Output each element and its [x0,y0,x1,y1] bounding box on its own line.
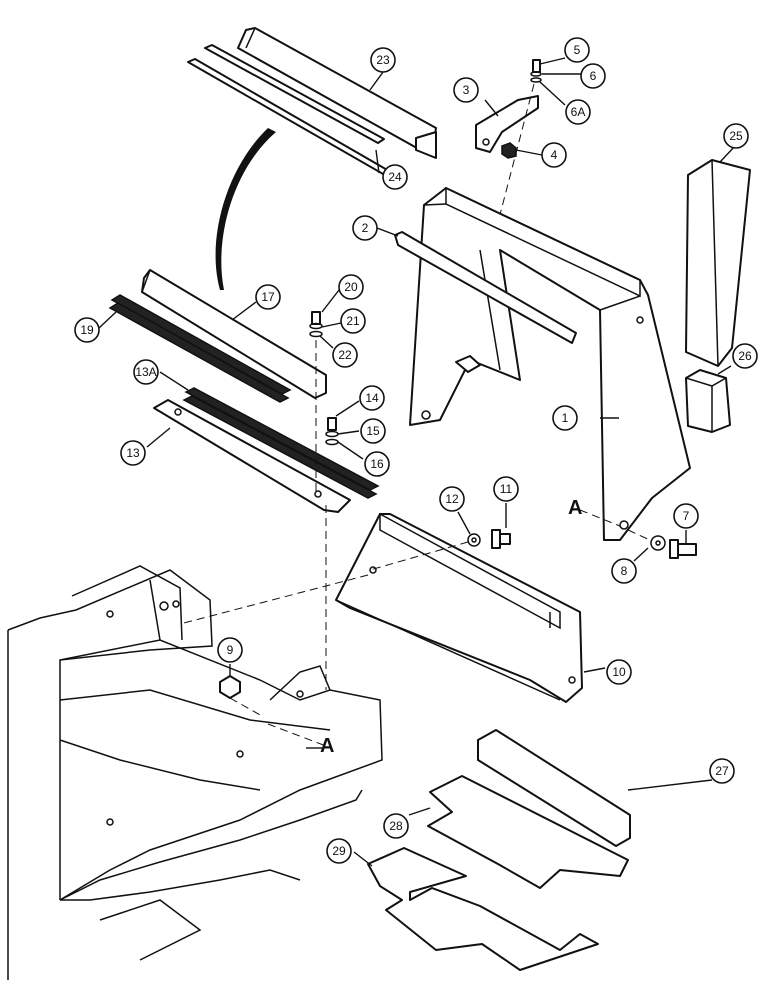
svg-text:17: 17 [261,290,275,304]
callout-14: 14 [359,385,385,411]
svg-text:6: 6 [590,69,597,83]
callout-4: 4 [541,142,567,168]
callout-24: 24 [382,164,408,190]
callout-22: 22 [332,342,358,368]
part-1-frame [409,186,691,541]
svg-text:27: 27 [715,764,729,778]
callout-3: 3 [453,77,479,103]
callout-28: 28 [383,813,409,839]
svg-text:25: 25 [729,129,743,143]
part-27-pad [477,729,631,847]
callout-19: 19 [74,317,100,343]
callout-23: 23 [370,47,396,73]
svg-text:12: 12 [445,492,459,506]
callout-16: 16 [364,451,390,477]
callout-7: 7 [673,503,699,529]
callout-13a: 13A [133,359,159,385]
machine-chassis [7,565,383,980]
svg-text:24: 24 [388,170,402,184]
callout-1: 1 [552,405,578,431]
callout-25: 25 [723,123,749,149]
callout-5: 5 [564,37,590,63]
leader-lines [98,57,737,867]
svg-text:20: 20 [344,280,358,294]
part-4-nut [501,142,517,159]
part-20-22-hardware [309,311,323,338]
svg-text:19: 19 [80,323,94,337]
callout-26: 26 [732,343,758,369]
svg-text:14: 14 [365,391,379,405]
part-19-strip [108,294,292,403]
svg-text:2: 2 [362,221,369,235]
part-10-bracket [335,512,583,703]
svg-text:22: 22 [338,348,352,362]
curved-arrow [215,128,276,290]
callout-10: 10 [606,659,632,685]
svg-text:1: 1 [562,411,569,425]
svg-text:4: 4 [551,148,558,162]
svg-text:28: 28 [389,819,403,833]
svg-text:23: 23 [376,53,390,67]
callout-6: 6 [580,63,606,89]
callout-15: 15 [360,418,386,444]
svg-text:11: 11 [500,482,513,496]
svg-text:10: 10 [612,665,626,679]
part-7-8-hardware [650,535,697,559]
svg-text:15: 15 [366,424,380,438]
part-29-pad [367,847,599,971]
part-25-backrest [685,159,751,367]
section-marker-a-upper: A [568,497,582,519]
part-17-channel [141,269,327,399]
part-14-16-hardware [325,417,339,446]
part-5-6-hardware [530,59,542,83]
part-28-pad [427,775,629,889]
part-23-channel [237,27,437,159]
part-9-nut [219,675,241,699]
section-marker-a-lower: A [320,735,334,757]
part-3-bracket [475,95,539,153]
part-11-12-hardware [467,529,511,549]
svg-text:21: 21 [346,314,360,328]
svg-text:5: 5 [574,43,581,57]
callout-29: 29 [326,838,352,864]
callout-8: 8 [611,558,637,584]
part-26-block [685,369,731,433]
callout-27: 27 [709,758,735,784]
svg-text:16: 16 [370,457,384,471]
svg-text:13A: 13A [135,365,156,379]
svg-text:26: 26 [738,349,752,363]
part-13-plate [153,399,351,513]
callout-12: 12 [439,486,465,512]
svg-text:29: 29 [332,844,346,858]
svg-text:3: 3 [463,83,470,97]
part-13a-strip [182,387,380,499]
callout-20: 20 [338,274,364,300]
callout-21: 21 [340,308,366,334]
callout-11: 11 [493,476,519,502]
svg-text:7: 7 [683,509,690,523]
svg-text:6A: 6A [571,105,586,119]
callout-9: 9 [217,637,243,663]
callout-2: 2 [352,215,378,241]
callout-13: 13 [120,440,146,466]
svg-text:9: 9 [227,643,234,657]
part-2-bar [394,231,577,344]
callout-6a: 6A [565,99,591,125]
svg-text:13: 13 [126,446,140,460]
svg-text:8: 8 [621,564,628,578]
callout-17: 17 [255,284,281,310]
